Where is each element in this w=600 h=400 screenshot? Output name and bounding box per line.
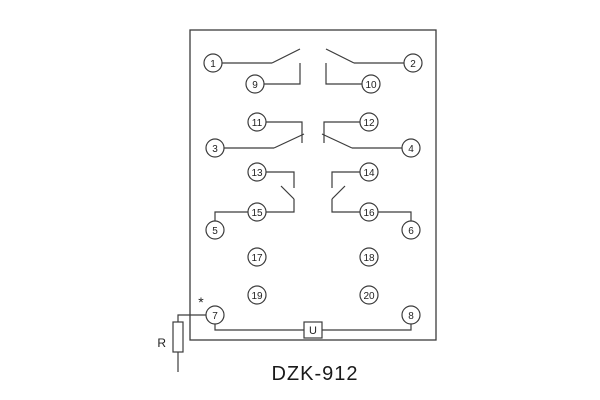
contact-blade-2-10 xyxy=(325,48,355,64)
terminal-14-number: 14 xyxy=(363,168,375,179)
contact-blade-3-11 xyxy=(273,133,305,149)
contact-blade-13-15 xyxy=(280,185,295,200)
terminal-3: 3 xyxy=(205,138,225,158)
resistor-body xyxy=(172,321,184,353)
wire-resistor-top-lead xyxy=(177,314,206,322)
terminal-9-circle xyxy=(245,74,265,94)
terminal-11-number: 11 xyxy=(252,118,263,129)
terminal-1-number: 1 xyxy=(210,59,216,70)
resistor-label: R xyxy=(157,336,166,350)
terminal-10-number: 10 xyxy=(365,80,377,91)
terminal-8: 8 xyxy=(401,305,421,325)
terminal-11-circle xyxy=(247,112,267,132)
terminal-5-circle xyxy=(205,220,225,240)
wire-terminal-10 xyxy=(325,63,362,85)
terminal-18-number: 18 xyxy=(363,253,375,264)
model-title: DZK-912 xyxy=(271,363,358,385)
terminal-6: 6 xyxy=(401,220,421,240)
terminal-8-number: 8 xyxy=(408,311,414,322)
wire-terminal-7-bottom xyxy=(214,324,304,331)
terminal-2-number: 2 xyxy=(410,59,416,70)
contact-blade-1-9 xyxy=(271,48,301,64)
relay-case-outline xyxy=(189,29,437,341)
terminal-18: 18 xyxy=(359,247,379,267)
terminal-14: 14 xyxy=(359,162,379,182)
terminal-1: 1 xyxy=(203,53,223,73)
wire-terminal-15 xyxy=(266,199,295,213)
terminal-4-circle xyxy=(401,138,421,158)
terminal-5-number: 5 xyxy=(212,226,218,237)
terminal-20: 20 xyxy=(359,285,379,305)
terminal-12: 12 xyxy=(359,112,379,132)
terminal-13-number: 13 xyxy=(251,168,263,179)
wire-terminal-16 xyxy=(331,199,360,213)
terminal-4: 4 xyxy=(401,138,421,158)
terminal-16-number: 16 xyxy=(363,208,375,219)
terminal-1-circle xyxy=(203,53,223,73)
terminal-17: 17 xyxy=(247,247,267,267)
terminal-7-circle xyxy=(205,305,225,325)
wire-terminal-12 xyxy=(323,121,360,143)
terminal-19: 19 xyxy=(247,285,267,305)
terminal-13-circle xyxy=(247,162,267,182)
terminal-16: 16 xyxy=(359,202,379,222)
terminal-18-circle xyxy=(359,247,379,267)
component-u-label: U xyxy=(309,325,317,337)
terminal-15: 15 xyxy=(247,202,267,222)
terminal-15-circle xyxy=(247,202,267,222)
wire-terminal-11 xyxy=(266,121,303,143)
wire-terminal-5 xyxy=(214,211,248,221)
terminal-2: 2 xyxy=(403,53,423,73)
terminal-17-number: 17 xyxy=(251,253,263,264)
wire-terminal-8-bottom xyxy=(322,324,412,331)
wire-terminal-14 xyxy=(331,171,360,188)
terminal-7: 7 xyxy=(205,305,225,325)
terminals: 1 2 9 10 11 12 xyxy=(203,53,423,325)
terminal-12-number: 12 xyxy=(363,118,375,129)
terminal-19-circle xyxy=(247,285,267,305)
terminal-3-circle xyxy=(205,138,225,158)
terminal-16-circle xyxy=(359,202,379,222)
terminal-20-circle xyxy=(359,285,379,305)
terminal-11: 11 xyxy=(247,112,267,132)
terminal-5: 5 xyxy=(205,220,225,240)
terminal-14-circle xyxy=(359,162,379,182)
contact-blade-14-16 xyxy=(331,185,346,200)
contact-blade-4-12 xyxy=(321,133,353,149)
wire-terminal-9 xyxy=(264,63,301,85)
terminal-13: 13 xyxy=(247,162,267,182)
terminal-9-number: 9 xyxy=(252,80,258,91)
component-u-body xyxy=(303,321,323,339)
wiring xyxy=(177,48,412,372)
terminal-15-number: 15 xyxy=(251,208,263,219)
terminal-10-circle xyxy=(361,74,381,94)
wire-terminal-13 xyxy=(266,171,295,188)
terminal-9: 9 xyxy=(245,74,265,94)
terminal-6-number: 6 xyxy=(408,226,414,237)
terminal-17-circle xyxy=(247,247,267,267)
wire-terminal-6 xyxy=(378,211,412,221)
terminal-10: 10 xyxy=(361,74,381,94)
terminal-19-number: 19 xyxy=(251,291,263,302)
terminal-8-circle xyxy=(401,305,421,325)
polarity-mark: * xyxy=(198,294,204,310)
terminal-3-number: 3 xyxy=(212,144,218,155)
terminal-4-number: 4 xyxy=(408,144,414,155)
terminal-2-circle xyxy=(403,53,423,73)
terminal-6-circle xyxy=(401,220,421,240)
terminal-12-circle xyxy=(359,112,379,132)
terminal-7-number: 7 xyxy=(212,311,218,322)
terminal-20-number: 20 xyxy=(363,291,375,302)
